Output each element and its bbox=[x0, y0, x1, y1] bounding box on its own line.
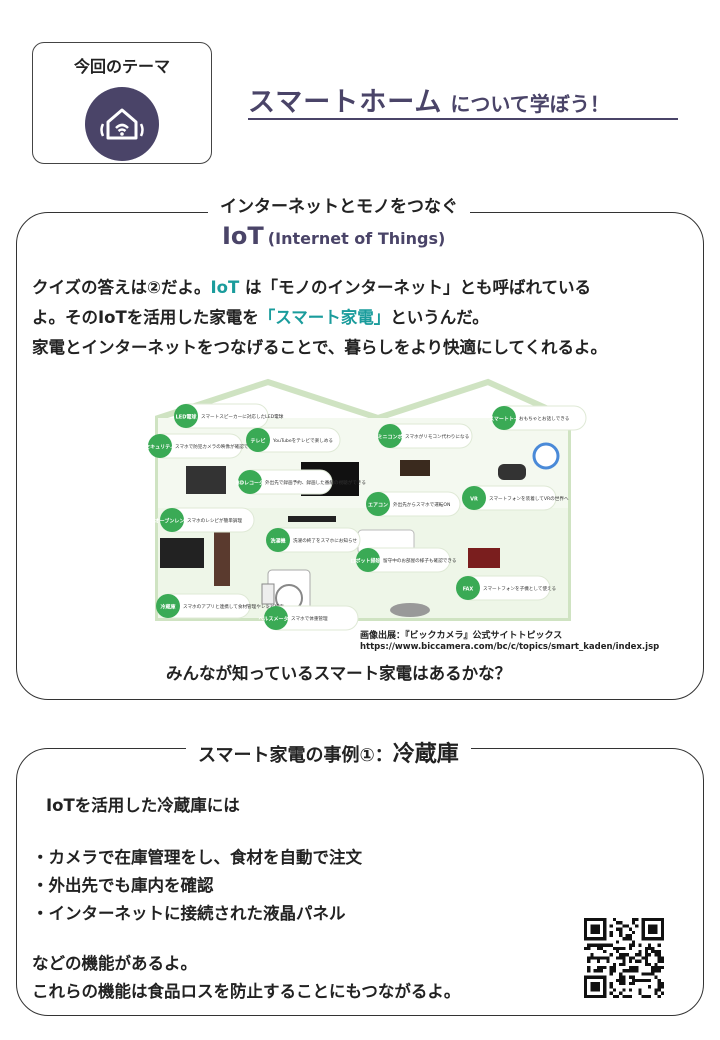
fax-shape bbox=[468, 548, 500, 568]
section-iot-legend: インターネットとモノをつなぐ bbox=[208, 192, 470, 217]
feature-bubble-desc: スマホで防犯カメラの映像が確認できる bbox=[175, 443, 257, 450]
text-fragment: クイズの答えは②だよ。 bbox=[32, 278, 211, 297]
legend-fridge: 冷蔵庫 bbox=[392, 742, 459, 767]
feature-bubbles: LED電球スマートスピーカーに対応したLED電球セキュリティスマホで防犯カメラの… bbox=[145, 403, 587, 631]
iot-text-line-2: よ。そのIoTを活用した家電を「スマート家電」というんだ。 bbox=[32, 304, 489, 328]
iot-heading-main: IoT bbox=[222, 222, 264, 250]
image-credit-source: 画像出展：『ビックカメラ』公式サイトトピックス bbox=[360, 631, 563, 641]
smart-toy-shape bbox=[532, 442, 560, 470]
highlight-iot: IoT bbox=[210, 278, 240, 297]
title-suffix: について学ぼう！ bbox=[450, 92, 610, 116]
feature-bubble: スマートトイおもちゃとお話しできる bbox=[489, 405, 587, 431]
fridge-shape bbox=[214, 520, 230, 586]
theme-label: 今回のテーマ bbox=[73, 57, 170, 76]
feature-bubble: エアコン外出先からスマホで運転ON bbox=[366, 491, 461, 517]
mini-compo-shape bbox=[400, 460, 430, 476]
feature-bubble-label: オーブンレンジ bbox=[155, 518, 190, 525]
theme-box: 今回のテーマ bbox=[32, 42, 212, 164]
iot-heading-sub: (Internet of Things) bbox=[267, 229, 446, 248]
feature-bubble-label: ロボット掃除機 bbox=[350, 558, 385, 565]
smart-home-icon bbox=[100, 108, 144, 140]
feature-bubble-desc: スマートスピーカーに対応したLED電球 bbox=[201, 413, 284, 420]
feature-bubble-label: セキュリティ bbox=[145, 445, 175, 451]
feature-bubble-desc: スマホのレシピが簡単調理 bbox=[187, 517, 242, 524]
iot-text-line-3: 家電とインターネットをつなげることで、暮らしをより快適にしてくれるよ。 bbox=[32, 338, 608, 357]
feature-bubble-desc: YouTubeをテレビで楽しめる bbox=[272, 437, 333, 444]
feature-bubble-desc: 留守中のお部屋の様子も確認できる bbox=[383, 557, 456, 564]
legend-prefix: スマート家電の事例①： bbox=[198, 745, 393, 766]
feature-bubble-label: エアコン bbox=[368, 503, 388, 509]
feature-bubble-desc: 洗濯の終了をスマホにお知らせ bbox=[293, 537, 357, 544]
feature-bubble-label: テレビ bbox=[250, 438, 265, 445]
feature-bubble-desc: スマホのアプリと連携して食材管理やレシピ検索 bbox=[183, 603, 284, 610]
feature-bubble-desc: スマートフォンを子機として使える bbox=[483, 585, 556, 592]
security-camera-shape bbox=[186, 466, 226, 494]
fridge-outro-2: これらの機能は食品ロスを防止することにもつながるよ。 bbox=[32, 982, 461, 1001]
feature-bubble-desc: スマホがリモコン代わりになる bbox=[405, 433, 469, 440]
iot-text-line-1: クイズの答えは②だよ。IoT は「モノのインターネット」とも呼ばれている bbox=[32, 274, 591, 298]
feature-bubble-label: ヘルスメーター bbox=[258, 616, 293, 623]
iot-heading: IoT(Internet of Things) bbox=[222, 222, 512, 250]
oven-shape bbox=[160, 538, 204, 568]
qr-code[interactable] bbox=[584, 918, 664, 998]
fridge-outro-1: などの機能があるよ。 bbox=[32, 954, 197, 973]
smart-home-illustration: LED電球スマートスピーカーに対応したLED電球セキュリティスマホで防犯カメラの… bbox=[145, 378, 587, 631]
fridge-bullet-1: ・カメラで在庫管理をし、食材を自動で注文 bbox=[32, 848, 362, 867]
feature-bubble-desc: おもちゃとお話しできる bbox=[519, 415, 569, 422]
highlight-smart-appliance: 「スマート家電」 bbox=[258, 308, 391, 327]
feature-bubble-label: LED電球 bbox=[176, 414, 198, 421]
feature-bubble-desc: 外出先で録画予約、録画した番組の視聴ができる bbox=[265, 479, 366, 486]
feature-bubble: テレビ YouTubeをテレビで楽しめる bbox=[246, 427, 341, 453]
theme-icon-circle bbox=[85, 87, 159, 161]
text-fragment: というんだ。 bbox=[390, 308, 489, 327]
image-credit-url: https://www.biccamera.com/bc/c/topics/sm… bbox=[360, 642, 660, 652]
feature-bubble: セキュリティスマホで防犯カメラの映像が確認できる bbox=[145, 433, 257, 459]
bd-recorder-shape bbox=[288, 516, 336, 522]
fridge-bullet-2: ・外出先でも庫内を確認 bbox=[32, 876, 214, 895]
health-meter-shape bbox=[261, 583, 275, 605]
feature-bubble: ミニコンポスマホがリモコン代わりになる bbox=[377, 423, 473, 449]
feature-bubble: 洗濯機 洗濯の終了をスマホにお知らせ bbox=[266, 527, 361, 553]
feature-bubble-desc: スマホで体重管理 bbox=[291, 615, 328, 622]
feature-bubble-label: FAX bbox=[463, 587, 474, 593]
robot-cleaner-shape bbox=[390, 603, 430, 617]
title-main: スマートホーム bbox=[248, 87, 443, 118]
feature-bubble-label: 洗濯機 bbox=[270, 538, 285, 545]
fridge-intro: IoTを活用した冷蔵庫には bbox=[46, 796, 240, 815]
feature-bubble-label: VR bbox=[470, 497, 478, 503]
feature-bubble-label: ミニコンポ bbox=[377, 434, 402, 441]
feature-bubble-desc: スマートフォンを装着してVRの世界へ bbox=[489, 495, 569, 502]
feature-bubble-label: スマートトイ bbox=[489, 417, 519, 423]
feature-bubble-label: 冷蔵庫 bbox=[160, 604, 175, 611]
feature-bubble: BDレコーダ外出先で録画予約、録画した番組の視聴ができる bbox=[236, 469, 366, 495]
feature-bubble-label: BDレコーダ bbox=[236, 480, 264, 487]
section-fridge-legend: スマート家電の事例①：冷蔵庫 bbox=[186, 736, 471, 768]
vr-headset-shape bbox=[498, 464, 526, 480]
page-title: スマートホームについて学ぼう！ bbox=[248, 80, 678, 120]
feature-bubble: VR スマートフォンを装着してVRの世界へ bbox=[462, 485, 569, 511]
question-text: みんなが知っているスマート家電はあるかな？ bbox=[166, 664, 512, 683]
fridge-bullet-3: ・インターネットに接続された液晶パネル bbox=[32, 904, 346, 923]
feature-bubble: FAX スマートフォンを子機として使える bbox=[456, 575, 556, 601]
text-fragment: は「モノのインターネット」とも呼ばれている bbox=[239, 278, 591, 297]
feature-bubble-desc: 外出先からスマホで運転ON bbox=[393, 501, 450, 508]
text-fragment: よ。そのIoTを活用した家電を bbox=[32, 308, 259, 327]
feature-bubble: 冷蔵庫 スマホのアプリと連携して食材管理やレシピ検索 bbox=[156, 593, 284, 619]
feature-bubble: LED電球スマートスピーカーに対応したLED電球 bbox=[174, 403, 284, 429]
